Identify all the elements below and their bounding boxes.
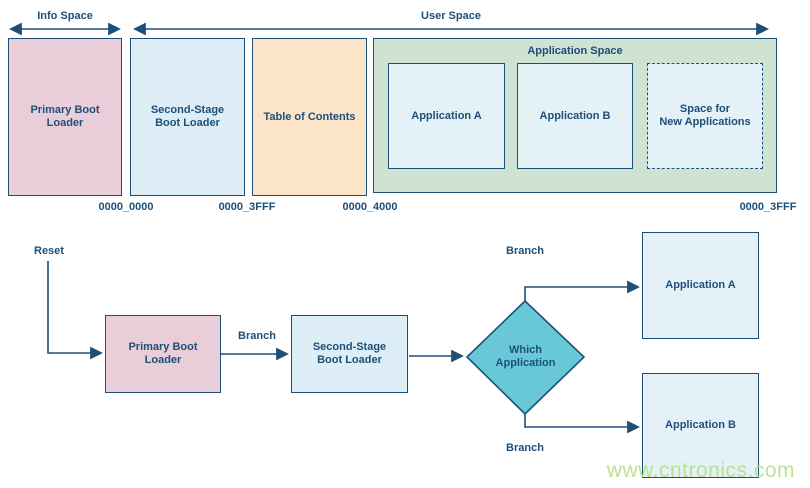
flow-node-label: Application B (665, 419, 736, 431)
decision-to-app-b-arrow (524, 413, 640, 434)
memory-block-space-for-new-applications: Space for New Applications (647, 63, 763, 169)
application-space-label: Application Space (527, 45, 623, 57)
flow-node-label: Second-Stage Boot Loader (312, 341, 387, 366)
address-label-0000-0000: 0000_0000 (98, 201, 154, 213)
memory-block-second-stage-boot-loader: Second-Stage Boot Loader (130, 38, 245, 196)
flow-node-primary-boot-loader: Primary Boot Loader (105, 315, 221, 393)
memory-block-label: Space for New Applications (659, 103, 751, 128)
reset-arrow (47, 261, 103, 360)
branch-label-top: Branch (506, 245, 544, 257)
branch-label-mid: Branch (238, 330, 276, 342)
memory-block-application-a: Application A (388, 63, 505, 169)
flow-node-application-b: Application B (642, 373, 759, 478)
address-label-0000-3fff: 0000_3FFF (218, 201, 276, 213)
watermark-text: www.cntronics.com (606, 459, 795, 482)
memory-block-label: Application A (411, 109, 482, 122)
flow-node-label: Primary Boot Loader (128, 341, 198, 366)
address-label-0000-4000: 0000_4000 (342, 201, 398, 213)
which-application-label: Which Application (495, 344, 556, 369)
branch-label-bottom: Branch (506, 442, 544, 454)
flow-node-second-stage-boot-loader: Second-Stage Boot Loader (291, 315, 408, 393)
info-space-label: Info Space (37, 10, 93, 22)
address-label-0000-3fff-end: 0000_3FFF (739, 201, 797, 213)
memory-block-label: Application B (539, 109, 611, 122)
reset-label: Reset (34, 245, 64, 257)
memory-block-application-b: Application B (517, 63, 633, 169)
flow-node-application-a: Application A (642, 232, 759, 339)
which-application-diamond (465, 299, 586, 416)
memory-block-primary-boot-loader: Primary Boot Loader (8, 38, 122, 196)
flow-node-label: Application A (665, 279, 736, 291)
user-space-label: User Space (421, 10, 481, 22)
memory-block-label: Second-Stage Boot Loader (150, 104, 225, 129)
memory-block-label: Primary Boot Loader (30, 104, 100, 129)
memory-block-table-of-contents: Table of Contents (252, 38, 367, 196)
memory-block-label: Table of Contents (263, 110, 356, 123)
decision-to-app-a-arrow (524, 280, 640, 302)
